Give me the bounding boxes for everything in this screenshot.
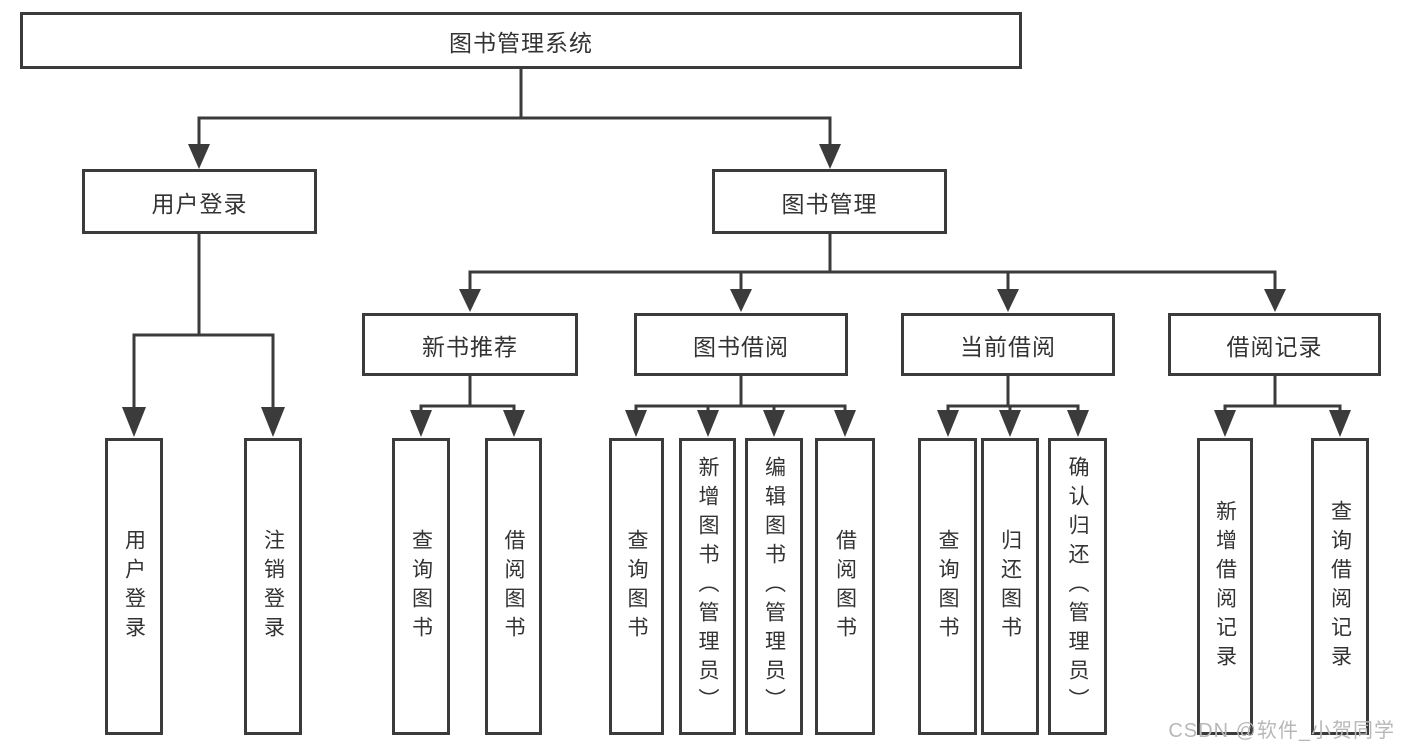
node-label: 确认归还（管理员） <box>1066 456 1089 717</box>
node-root-library-management-system: 图书管理系统 <box>20 12 1022 69</box>
node-label: 注销登录 <box>261 528 285 645</box>
leaf-borrow-books: 借阅图书 <box>815 438 875 735</box>
leaf-add-borrow-record: 新增借阅记录 <box>1197 438 1253 735</box>
node-label: 查询借阅记录 <box>1328 499 1352 674</box>
node-label: 查询图书 <box>625 528 648 645</box>
leaf-edit-books-admin: 编辑图书（管理员） <box>745 438 803 735</box>
leaf-return-books: 归还图书 <box>981 438 1039 735</box>
node-user-login: 用户登录 <box>82 169 317 234</box>
node-current-borrowing: 当前借阅 <box>901 313 1115 376</box>
node-book-borrowing: 图书借阅 <box>634 313 848 376</box>
node-label: 用户登录 <box>151 190 248 217</box>
node-label: 当前借阅 <box>960 333 1056 360</box>
node-label: 借阅图书 <box>502 528 525 645</box>
node-new-book-recommendation: 新书推荐 <box>362 313 578 376</box>
node-label: 借阅图书 <box>833 528 857 645</box>
node-book-management: 图书管理 <box>712 169 947 234</box>
node-label: 归还图书 <box>998 528 1022 645</box>
node-label: 图书借阅 <box>693 333 789 360</box>
node-label: 查询图书 <box>409 528 433 645</box>
leaf-logout: 注销登录 <box>244 438 302 735</box>
leaf-borrow-books-recommend: 借阅图书 <box>485 438 542 735</box>
node-label: 用户登录 <box>122 528 146 645</box>
node-label: 查询图书 <box>936 528 959 645</box>
leaf-add-books-admin: 新增图书（管理员） <box>679 438 736 735</box>
leaf-query-books-current: 查询图书 <box>918 438 977 735</box>
node-label: 借阅记录 <box>1226 333 1323 360</box>
leaf-confirm-return-admin: 确认归还（管理员） <box>1048 438 1107 735</box>
leaf-query-books-borrowing: 查询图书 <box>609 438 664 735</box>
node-label: 新增借阅记录 <box>1213 499 1237 674</box>
leaf-query-books-recommend: 查询图书 <box>392 438 450 735</box>
node-label: 新增图书（管理员） <box>696 456 719 717</box>
leaf-user-login: 用户登录 <box>105 438 163 735</box>
csdn-watermark: CSDN @软件_小贺同学 <box>1168 720 1395 742</box>
node-label: 编辑图书（管理员） <box>762 456 786 717</box>
leaf-query-borrow-record: 查询借阅记录 <box>1311 438 1369 735</box>
node-label: 新书推荐 <box>422 333 518 360</box>
node-label: 图书管理系统 <box>449 29 593 56</box>
node-label: 图书管理 <box>781 190 878 217</box>
node-borrowing-records: 借阅记录 <box>1168 313 1381 376</box>
